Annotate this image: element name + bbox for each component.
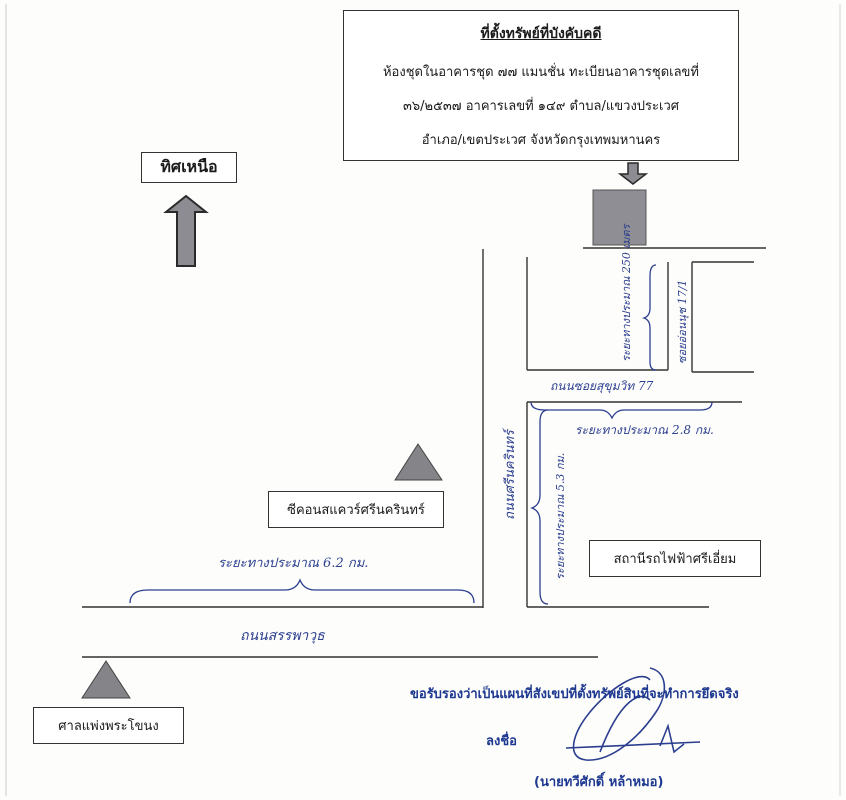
distance-6-2km-label: ระยะทางประมาณ 6.2 กม. xyxy=(218,556,369,571)
road-lines xyxy=(82,247,766,658)
signer-name: (นายทวีศักดิ์ หล้าหมอ) xyxy=(534,775,664,790)
signature-scribble xyxy=(565,667,701,761)
court-triangle-icon xyxy=(81,660,131,699)
distance-2-8km-label: ระยะทางประมาณ 2.8 กม. xyxy=(575,423,714,437)
property-pointer-arrow-icon xyxy=(617,162,649,185)
sukhumvit-77-road-label: ถนนซอยสุขุมวิท 77 xyxy=(550,379,654,393)
sanphawut-road-label: ถนนสรรพาวุธ xyxy=(240,628,325,644)
distance-5-3km-label: ระยะทางประมาณ 5.3 กม. xyxy=(554,453,567,580)
distance-braces xyxy=(129,264,713,605)
distance-250m-label: ระยะทางประมาณ 250 เมตร xyxy=(620,222,633,362)
property-box-line3: อำเภอ/เขตประเวศ จังหวัดกรุงเทพมหานคร xyxy=(421,133,661,148)
seacon-triangle-icon xyxy=(394,443,443,481)
srinagarindra-road-label: ถนนศรีนครินทร์ xyxy=(502,427,518,520)
property-marker xyxy=(592,189,647,246)
seacon-square-label: ซีคอนสแควร์ศรีนครินทร์ xyxy=(268,491,444,528)
property-box-title: ที่ตั้งทรัพย์ที่บังคับคดี xyxy=(480,26,602,42)
property-info-box: ที่ตั้งทรัพย์ที่บังคับคดี ห้องชุดในอาคาร… xyxy=(343,10,739,161)
station-label: สถานีรถไฟฟ้าศรีเอี่ยม xyxy=(589,540,761,577)
sign-label: ลงชื่อ xyxy=(486,734,517,749)
soi-name-label: ซอยอ่อนนุช 17/1 xyxy=(676,280,689,364)
property-box-line2: ๓๖/๒๕๓๗ อาคารเลขที่ ๑๔๙ ตำบล/แขวงประเวศ xyxy=(402,99,679,114)
certification-statement: ขอรับรองว่าเป็นแผนที่สังเขปที่ตั้งทรัพย์… xyxy=(410,687,739,702)
north-arrow-icon xyxy=(163,194,209,267)
property-box-line1: ห้องชุดในอาคารชุด ๗๗ แมนชั่น ทะเบียนอาคา… xyxy=(382,65,700,80)
north-label: ทิศเหนือ xyxy=(141,152,237,183)
court-label: ศาลแพ่งพระโขนง xyxy=(33,707,184,744)
